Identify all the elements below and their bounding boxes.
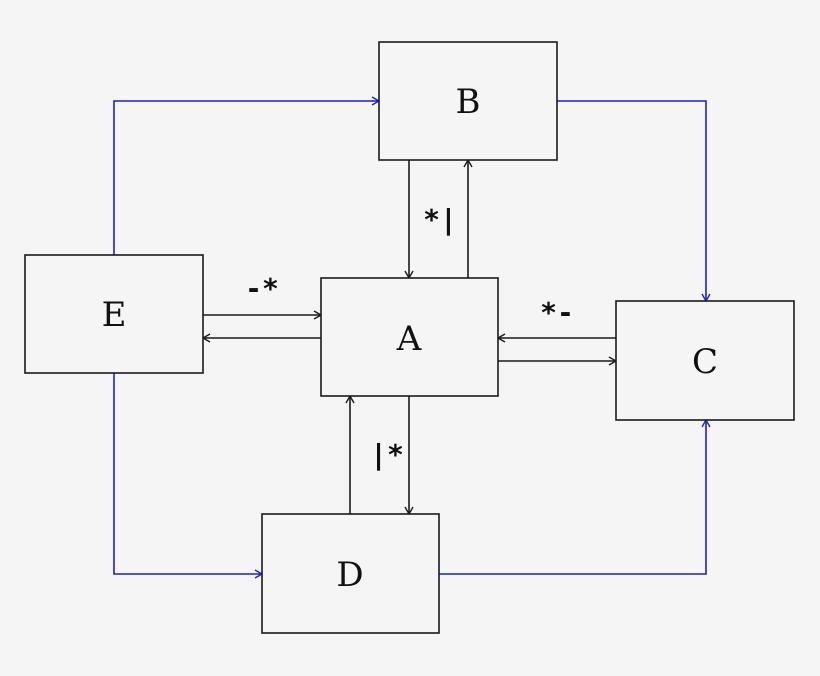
node-a-label: A	[396, 319, 422, 359]
node-d: D	[261, 513, 440, 634]
edge-e-to-b	[113, 96, 381, 255]
edge-d-to-c	[439, 418, 711, 575]
node-c: C	[615, 300, 795, 421]
node-c-label: C	[692, 342, 718, 382]
node-e: E	[24, 254, 204, 374]
edge-b-to-c	[557, 100, 711, 303]
node-a: A	[320, 277, 499, 397]
edge-label-a-d: |*	[370, 438, 404, 471]
edge-label-c-a: *-	[540, 296, 574, 329]
node-b: B	[378, 41, 558, 161]
node-b-label: B	[456, 82, 481, 122]
node-e-label: E	[102, 295, 127, 335]
edge-e-to-d	[113, 373, 264, 579]
edge-label-b-a: *|	[423, 203, 457, 236]
edge-label-e-a: -*	[245, 272, 279, 305]
node-d-label: D	[336, 555, 363, 595]
